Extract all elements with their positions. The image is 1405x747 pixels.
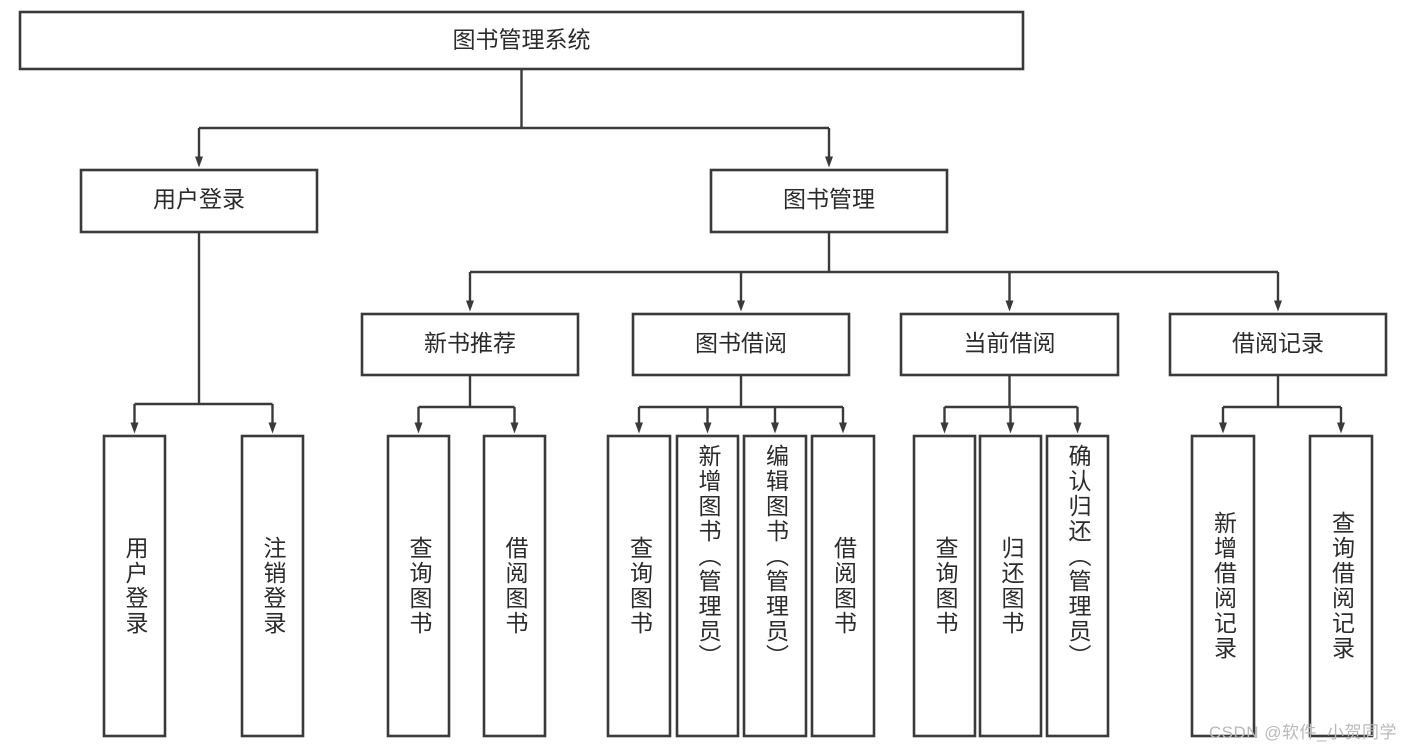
connector-group-new-book-recommend: [414, 375, 519, 434]
node-current-borrow-rect: [899, 312, 1120, 377]
node-root-rect: [18, 10, 1025, 71]
leaf-rect-user-login[interactable]: [102, 434, 167, 738]
node-borrow-record-rect: [1168, 312, 1388, 377]
leaf-rect-borrow-book-1[interactable]: [482, 434, 547, 738]
node-book-management[interactable]: 图书管理: [709, 168, 949, 234]
node-book-management-rect: [709, 168, 949, 234]
node-user-login-label: 用户登录: [153, 186, 245, 212]
connector-group-book-borrow: [635, 375, 847, 434]
node-book-borrow-label: 图书借阅: [695, 330, 787, 356]
node-root-label: 图书管理系统: [453, 27, 591, 53]
node-book-borrow[interactable]: 图书借阅: [631, 312, 851, 377]
node-current-borrow-label: 当前借阅: [964, 330, 1056, 356]
connector-group-book-management: [466, 232, 1282, 312]
node-user-login-rect: [79, 168, 319, 234]
node-current-borrow[interactable]: 当前借阅: [899, 312, 1120, 377]
node-new-book-recommend-rect: [360, 312, 580, 377]
node-user-login[interactable]: 用户登录: [79, 168, 319, 234]
leaf-rect-borrow-book-2[interactable]: [810, 434, 876, 738]
leaf-rect-add-borrow-record[interactable]: [1190, 434, 1256, 738]
connector-group-user-login: [130, 232, 277, 434]
leaf-rect-query-book-1[interactable]: [386, 434, 451, 738]
node-book-borrow-rect: [631, 312, 851, 377]
node-new-book-recommend[interactable]: 新书推荐: [360, 312, 580, 377]
leaf-rect-query-book-3[interactable]: [912, 434, 977, 738]
csdn-watermark: CSDN @软件_小贺同学: [1208, 723, 1397, 742]
node-root-system[interactable]: 图书管理系统: [18, 10, 1025, 71]
leaf-rect-logout[interactable]: [240, 434, 305, 738]
connector-group-borrow-record: [1219, 375, 1345, 434]
connector-group-current-borrow: [940, 375, 1082, 434]
leaf-rect-add-book-admin[interactable]: [675, 434, 740, 738]
node-borrow-record[interactable]: 借阅记录: [1168, 312, 1388, 377]
leaf-rect-query-borrow-record[interactable]: [1308, 434, 1374, 738]
leaf-rect-confirm-return-admin[interactable]: [1045, 434, 1110, 738]
node-borrow-record-label: 借阅记录: [1232, 330, 1324, 356]
leaf-rect-return-book[interactable]: [978, 434, 1043, 738]
leaf-rect-edit-book-admin[interactable]: [742, 434, 808, 738]
node-new-book-recommend-label: 新书推荐: [424, 330, 516, 356]
leaf-rect-query-book-2[interactable]: [606, 434, 672, 738]
node-book-management-label: 图书管理: [783, 186, 875, 212]
connector-group-root: [195, 69, 833, 168]
leaf-node-rects: [102, 434, 1374, 738]
